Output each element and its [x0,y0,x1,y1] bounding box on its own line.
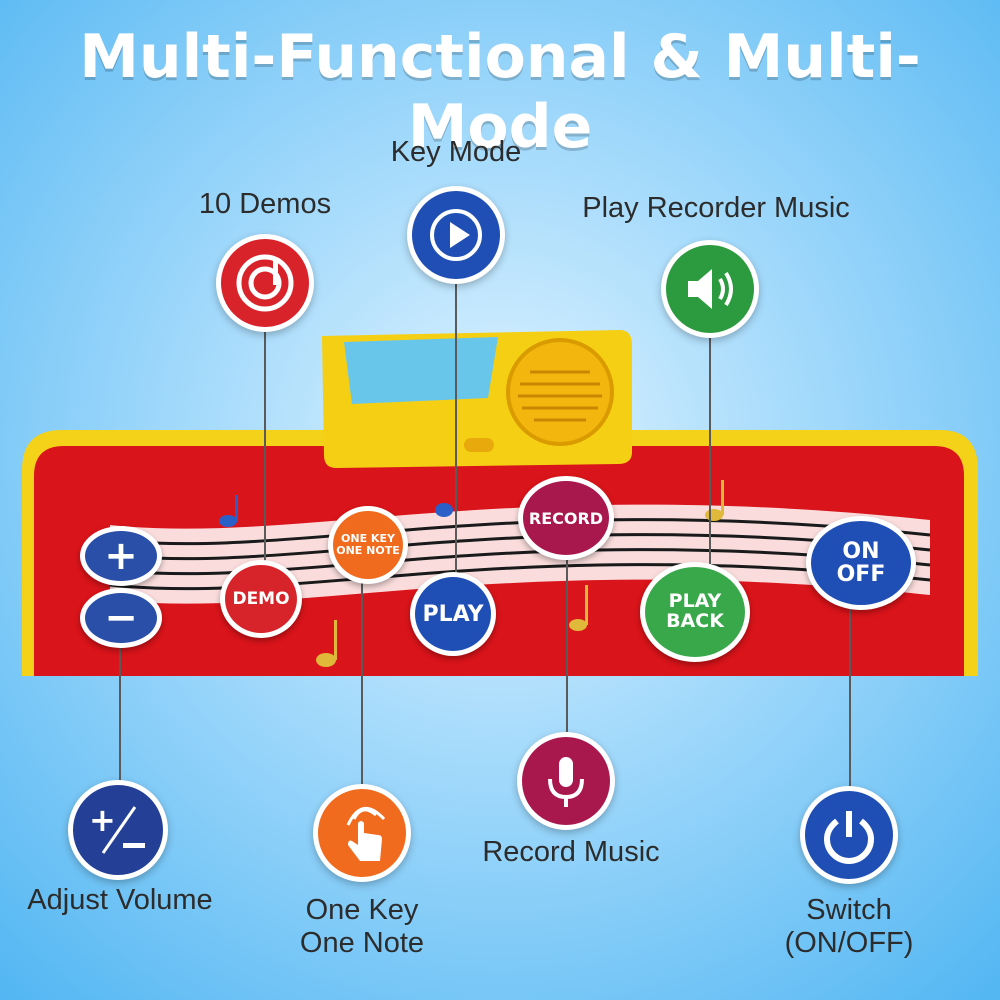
speaker-icon [661,240,759,338]
connector-line [455,282,457,592]
mat-button-demo: DEMO [220,560,302,638]
feature-label-record-music: Record Music [482,836,660,868]
demo-disc-icon [216,234,314,332]
mat-button-one-key-line1: ONE KEY [341,532,395,546]
mat-button-minus: − [80,588,162,648]
feature-label-switch-line2: (ON/OFF) [784,927,914,959]
mat-button-playback-line1: PLAY [668,590,722,613]
mat-button-playback-line2: BACK [666,610,724,632]
connector-line [566,540,568,732]
feature-label-one-key: One Key One Note [250,894,474,960]
feature-label-adjust-volume: Adjust Volume [27,884,213,916]
mat-button-one-key-line2: ONE NOTE [336,544,400,557]
connector-line [709,336,711,576]
play-icon [407,186,505,284]
connector-line [264,330,266,600]
mat-button-on-label: ON [842,538,880,564]
mat-button-play: PLAY [410,572,496,656]
page-title: Multi-Functional & Multi-Mode [79,22,921,162]
touch-hand-icon [313,784,411,882]
feature-label-one-key-line2: One Note [299,927,425,959]
microphone-icon [517,732,615,830]
connector-line [361,572,363,787]
feature-label-switch: Switch (ON/OFF) [740,894,958,960]
mat-button-record: RECORD [518,476,614,560]
feature-label-key-mode: Key Mode [390,136,522,168]
feature-label-one-key-line1: One Key [305,894,419,926]
mat-button-plus: + [80,526,162,586]
svg-text:+: + [89,801,116,839]
mat-button-off-label: OFF [836,562,886,587]
connector-line [119,630,121,780]
feature-label-switch-line1: Switch [806,894,892,926]
volume-plus-minus-icon: + [68,780,168,880]
feature-label-demos: 10 Demos [198,188,332,220]
feature-label-play-recorder: Play Recorder Music [582,192,850,224]
power-icon [800,786,898,884]
connector-line [849,590,851,790]
